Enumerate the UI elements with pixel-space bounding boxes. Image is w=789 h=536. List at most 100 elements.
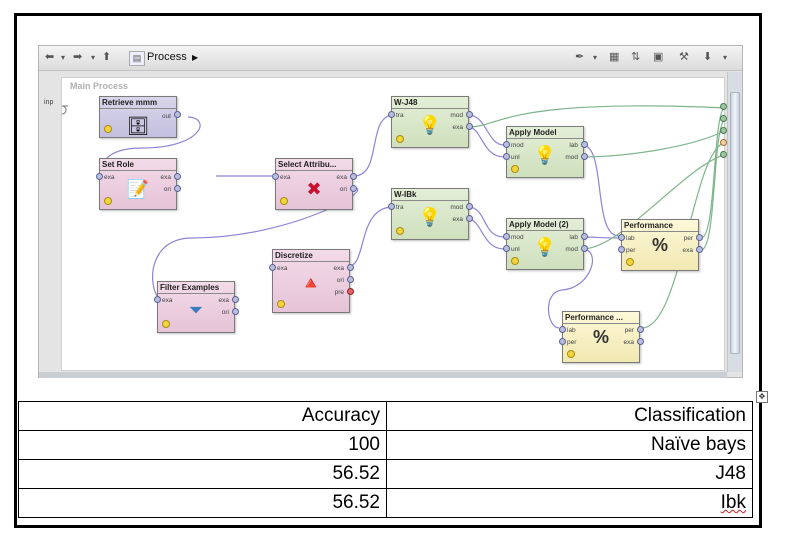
result-port[interactable] [720, 127, 727, 134]
operator-title: Set Role [100, 159, 176, 171]
output-port[interactable] [232, 308, 239, 315]
output-port[interactable] [696, 246, 703, 253]
port-label: lab [567, 327, 576, 334]
output-port[interactable] [637, 326, 644, 333]
lightbulb-icon: 💡 [533, 237, 557, 257]
operator-w-ibk[interactable]: W-IBk tra mod exa 💡 [391, 188, 469, 240]
output-port[interactable] [347, 288, 354, 295]
operator-discretize[interactable]: Discretize exa exa ori pre 🔺 [272, 249, 350, 313]
process-canvas[interactable]: Main Process [44, 77, 727, 371]
export-icon[interactable]: ⬇ [703, 51, 713, 63]
output-port[interactable] [232, 296, 239, 303]
output-port[interactable] [174, 185, 181, 192]
classification-cell: Naïve bays [386, 430, 753, 460]
operator-title: Performance [622, 220, 698, 232]
dropdown-icon[interactable]: ▾ [593, 53, 598, 62]
result-port[interactable] [720, 115, 727, 122]
port-label: exa [160, 174, 171, 181]
fit-icon[interactable]: ▣ [653, 51, 664, 63]
input-port[interactable] [503, 245, 510, 252]
operator-title: Apply Model [507, 127, 583, 139]
up-icon[interactable]: ⬆ [102, 51, 112, 63]
output-port[interactable] [466, 123, 473, 130]
dropdown-icon[interactable]: ▾ [61, 53, 66, 62]
process-icon[interactable]: ▤ [129, 51, 145, 66]
operator-apply-model[interactable]: Apply Model mod unl lab mod 💡 [506, 126, 584, 178]
operator-performance-2[interactable]: Performance ... lab per per exa % [562, 311, 640, 363]
output-port[interactable] [637, 338, 644, 345]
chevron-right-icon[interactable]: ▶ [192, 53, 199, 62]
input-port[interactable] [96, 173, 103, 180]
output-port[interactable] [347, 264, 354, 271]
input-port[interactable] [388, 111, 395, 118]
output-port[interactable] [466, 111, 473, 118]
result-port[interactable] [720, 103, 727, 110]
port-label: mod [511, 142, 524, 149]
output-port[interactable] [581, 153, 588, 160]
move-icon[interactable]: ✥ [756, 391, 768, 403]
operator-title: Discretize [273, 250, 349, 262]
results-table: Accuracy Classification 100 Naïve bays 5… [18, 401, 753, 518]
output-port[interactable] [174, 111, 181, 118]
output-port[interactable] [581, 245, 588, 252]
classification-text: Ibk [720, 492, 746, 513]
input-port[interactable] [154, 296, 161, 303]
input-port[interactable] [559, 326, 566, 333]
operator-set-role[interactable]: Set Role exa exa ori 📝 [99, 158, 177, 210]
input-port[interactable] [388, 203, 395, 210]
port-label: per [567, 339, 577, 346]
dropdown-icon[interactable]: ▾ [91, 53, 96, 62]
table-remove-icon: ✖ [306, 179, 322, 199]
vertical-scrollbar[interactable] [727, 72, 742, 372]
port-label: tra [396, 204, 404, 211]
output-port[interactable] [174, 173, 181, 180]
input-port[interactable] [269, 264, 276, 271]
sort-icon[interactable]: ⇅ [631, 51, 641, 63]
output-port[interactable] [466, 215, 473, 222]
input-port[interactable] [503, 233, 510, 240]
operator-select-attributes[interactable]: Select Attribu... exa exa ori ✖ [275, 158, 353, 210]
horizontal-scrollbar[interactable] [39, 372, 727, 378]
input-port[interactable] [503, 153, 510, 160]
breadcrumb-process[interactable]: Process [147, 51, 187, 63]
output-port[interactable] [350, 185, 357, 192]
table-header-row: Accuracy Classification [18, 401, 753, 431]
output-port[interactable] [347, 276, 354, 283]
port-label: exa [452, 124, 463, 131]
table-row: 56.52 Ibk [18, 488, 753, 518]
port-label: mod [565, 154, 578, 161]
input-port[interactable] [503, 141, 510, 148]
output-port[interactable] [581, 141, 588, 148]
operator-title: Select Attribu... [276, 159, 352, 171]
input-port[interactable] [272, 173, 279, 180]
wand-icon[interactable]: ✒ [575, 51, 585, 63]
lightbulb-icon: 💡 [418, 207, 442, 227]
input-port[interactable] [618, 234, 625, 241]
forward-icon[interactable]: ➡ [73, 51, 83, 63]
port-label: ori [221, 309, 229, 316]
input-port[interactable] [559, 338, 566, 345]
connect-icon[interactable]: ⚒ [679, 51, 689, 63]
port-label: exa [336, 174, 347, 181]
port-label: exa [452, 216, 463, 223]
port-label: per [683, 235, 693, 242]
output-port[interactable] [466, 203, 473, 210]
operator-apply-model-2[interactable]: Apply Model (2) mod unl lab mod 💡 [506, 218, 584, 270]
funnel-icon: ⏷ [188, 300, 204, 320]
operator-filter-examples[interactable]: Filter Examples exa exa ori ⏷ [157, 281, 235, 333]
status-indicator [626, 258, 634, 266]
scrollbar-thumb[interactable] [730, 92, 740, 354]
result-port[interactable] [720, 139, 727, 146]
layout-icon[interactable]: ▦ [609, 51, 620, 63]
dropdown-icon[interactable]: ▾ [723, 53, 728, 62]
output-port[interactable] [581, 233, 588, 240]
output-port[interactable] [350, 173, 357, 180]
operator-w-j48[interactable]: W-J48 tra mod exa 💡 [391, 96, 469, 148]
output-port[interactable] [696, 234, 703, 241]
operator-retrieve[interactable]: Retrieve mmm out 🗄 [99, 96, 177, 138]
back-icon[interactable]: ⬅ [45, 51, 55, 63]
port-label: lab [569, 234, 578, 241]
operator-performance[interactable]: Performance lab per per exa % [621, 219, 699, 271]
input-port[interactable] [618, 246, 625, 253]
result-port[interactable] [720, 151, 727, 158]
